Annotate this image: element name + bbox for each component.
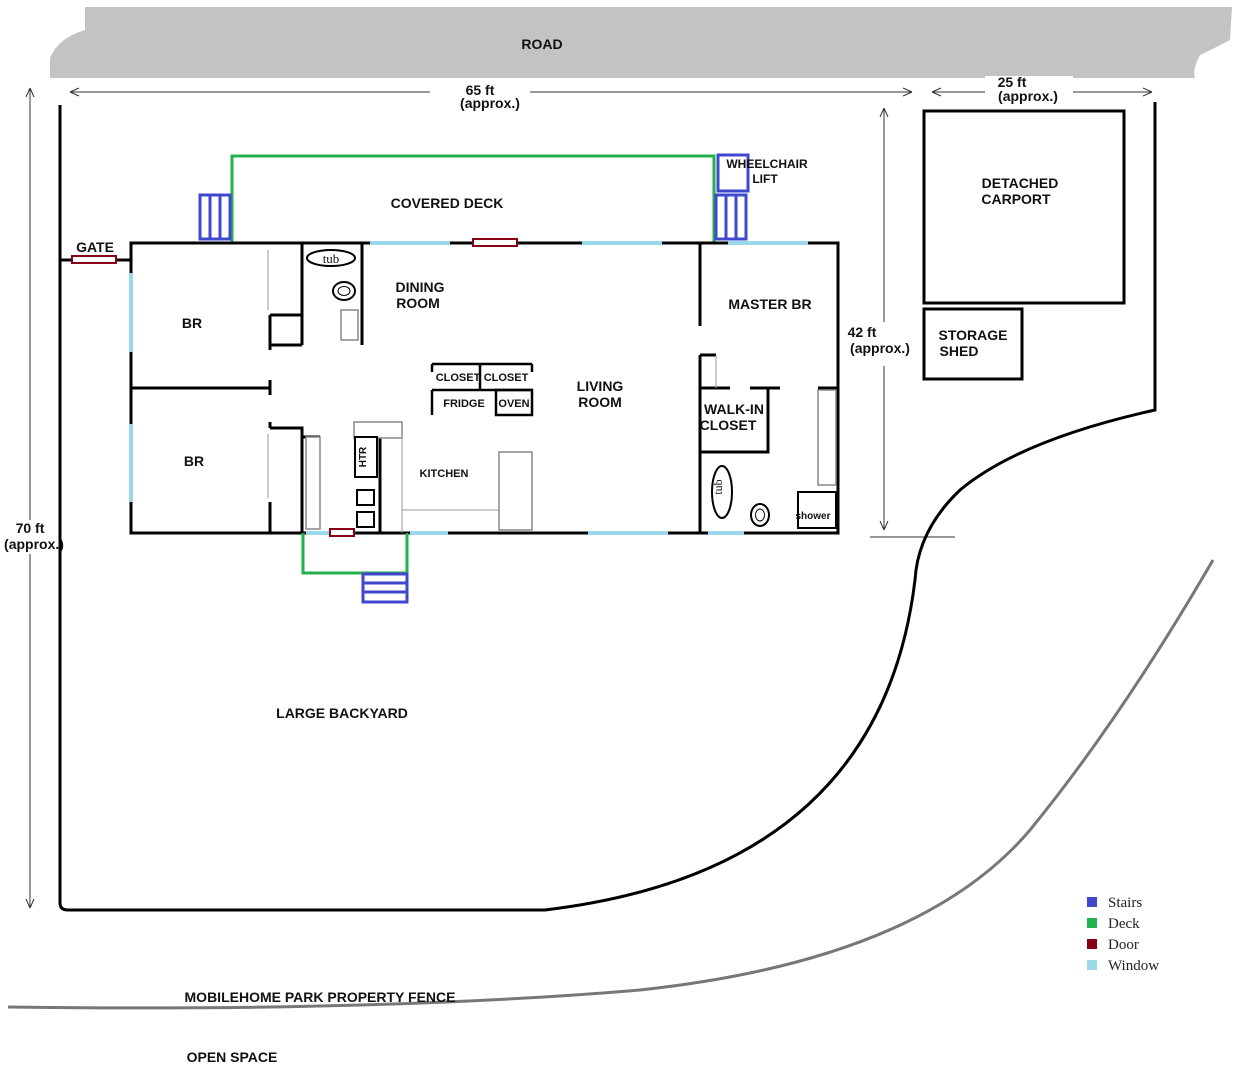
dimension-lot-height: 70 ft (approx.) xyxy=(2,87,66,909)
counter-top xyxy=(353,421,403,439)
tub-master xyxy=(711,465,733,519)
front-door xyxy=(472,238,518,247)
shower xyxy=(797,491,837,529)
legend-swatch-door xyxy=(1087,939,1097,949)
oven-label: OVEN xyxy=(498,398,529,410)
carport-width-approx: (approx.) xyxy=(998,88,1058,104)
fence-label: MOBILEHOME PARK PROPERTY FENCE xyxy=(185,989,456,1005)
dining-room-label-2: ROOM xyxy=(396,295,440,311)
living-room-label-1: LIVING xyxy=(577,378,624,394)
closet-a-label: CLOSET xyxy=(436,372,481,384)
house-width-label: 65 ft xyxy=(466,82,495,98)
toilet-master-bowl xyxy=(755,508,765,522)
thin-lines xyxy=(267,250,717,498)
stairs-deck-left xyxy=(198,193,232,241)
property-fence xyxy=(7,559,1215,1010)
tub-top xyxy=(306,249,356,267)
tub-top-label: tub xyxy=(323,251,340,266)
vanity-master xyxy=(817,389,837,486)
legend-label-door: Door xyxy=(1108,937,1139,953)
backyard-label: LARGE BACKYARD xyxy=(276,705,408,721)
covered-deck xyxy=(230,154,716,243)
carport-width-label: 25 ft xyxy=(998,74,1027,90)
shower-label: shower xyxy=(795,511,830,522)
heater-label: HTR xyxy=(358,446,369,467)
tub-master-label: tub xyxy=(711,479,725,494)
kitchen-island xyxy=(498,451,533,531)
dimension-house-height: 42 ft (approx.) xyxy=(845,107,955,538)
shed-label-2: SHED xyxy=(940,343,979,359)
stairs-deck-right xyxy=(714,193,748,241)
detached-carport xyxy=(922,109,1126,305)
living-room-label-2: ROOM xyxy=(578,394,622,410)
legend-swatch-stairs xyxy=(1087,897,1097,907)
house-height-label: 42 ft xyxy=(848,324,877,340)
sink-top xyxy=(340,309,359,341)
house-height-approx: (approx.) xyxy=(850,340,910,356)
counter-left xyxy=(305,436,321,530)
road-label: ROAD xyxy=(521,36,562,52)
wheelchair-lift-label-2: LIFT xyxy=(752,172,778,186)
gate-door xyxy=(71,255,117,264)
interior-walls xyxy=(131,243,838,533)
appliance-1 xyxy=(356,489,375,506)
closet-b-label: CLOSET xyxy=(484,372,529,384)
master-br-label: MASTER BR xyxy=(728,296,811,312)
dimension-carport-width: 25 ft (approx.) xyxy=(931,74,1153,106)
legend-label-window: Window xyxy=(1108,958,1159,974)
back-deck xyxy=(301,533,409,575)
br-bottom-label: BR xyxy=(184,453,204,469)
stairs-back xyxy=(361,572,409,604)
lot-boundary xyxy=(58,102,1157,912)
gate-label: GATE xyxy=(76,239,114,255)
br-top-label: BR xyxy=(182,315,202,331)
legend-label-stairs: Stairs xyxy=(1108,895,1142,911)
covered-deck-label: COVERED DECK xyxy=(391,195,504,211)
legend-label-deck: Deck xyxy=(1108,916,1140,932)
fridge-label: FRIDGE xyxy=(443,398,485,410)
back-door xyxy=(329,528,355,537)
road xyxy=(50,7,1232,78)
windows xyxy=(129,241,808,535)
legend-swatch-deck xyxy=(1087,918,1097,928)
carport-label-1: DETACHED xyxy=(982,175,1059,191)
storage-shed xyxy=(922,307,1024,381)
walk-in-closet-label-1: WALK-IN xyxy=(704,401,764,417)
walk-in-closet-label-2: CLOSET xyxy=(700,417,757,433)
carport-label-2: CARPORT xyxy=(981,191,1051,207)
heater xyxy=(354,436,378,478)
lot-height-approx: (approx.) xyxy=(4,536,64,552)
wheelchair-lift-label-1: WHEELCHAIR xyxy=(726,157,808,171)
open-space-label: OPEN SPACE xyxy=(187,1049,278,1065)
wheelchair-lift xyxy=(716,153,750,193)
legend-swatch-window xyxy=(1087,960,1097,970)
dining-room-label-1: DINING xyxy=(396,279,445,295)
toilet-top-bowl xyxy=(337,286,351,296)
closet-block xyxy=(430,362,534,417)
dimension-house-width: 65 ft (approx.) xyxy=(69,80,913,111)
legend: Stairs Deck Door Window xyxy=(1087,895,1159,974)
lot-height-label: 70 ft xyxy=(16,520,45,536)
shed-label-1: STORAGE xyxy=(939,327,1008,343)
appliance-2 xyxy=(356,511,375,528)
kitchen-label: KITCHEN xyxy=(420,468,469,480)
house-width-approx: (approx.) xyxy=(460,95,520,111)
